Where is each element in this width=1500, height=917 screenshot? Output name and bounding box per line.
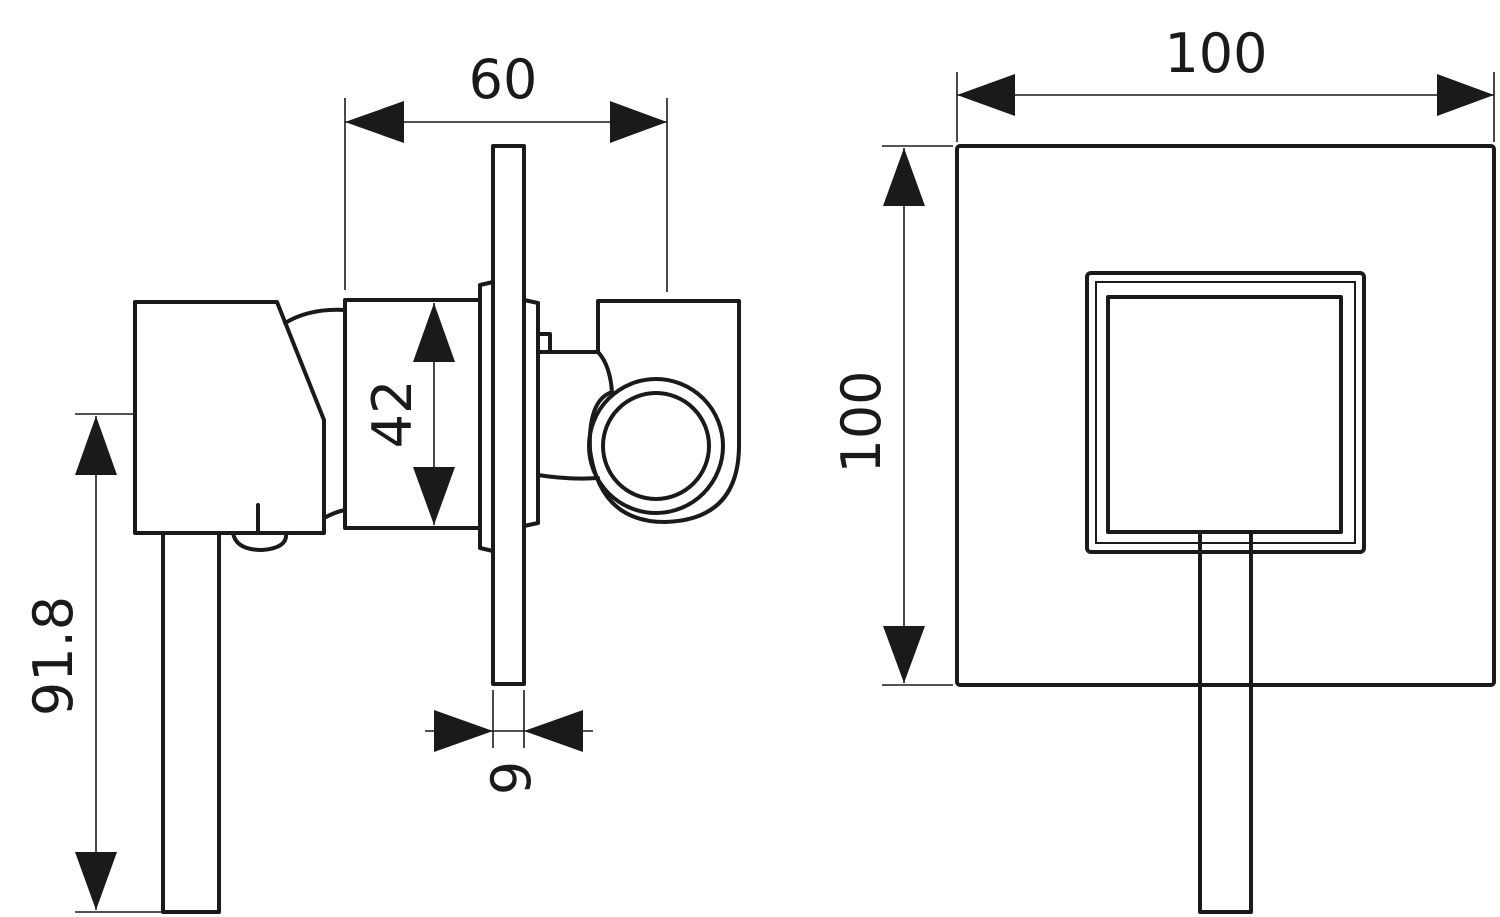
front-view (955, 144, 1496, 914)
arrow-bottom (75, 852, 117, 910)
side-view (133, 144, 741, 914)
dimension-front-width: 100 (956, 22, 1495, 142)
side-handle-knob (231, 531, 289, 552)
arrow-right (1437, 74, 1494, 116)
dimension-front-height: 100 (830, 145, 953, 686)
side-cover-plate (491, 144, 526, 686)
arrow-bottom (883, 626, 925, 683)
arrow-left (345, 101, 404, 143)
side-connection-pipe (536, 350, 614, 394)
side-connection-pipe-lower (536, 473, 600, 481)
arrow-top (883, 148, 925, 206)
side-valve-stub (536, 332, 552, 354)
front-handle-housing (1085, 271, 1366, 554)
dimension-side-width: 60 (344, 48, 668, 292)
side-neck-lower (322, 508, 347, 520)
dimension-lever-length: 91.8 (22, 413, 161, 913)
side-lever (161, 531, 221, 914)
side-valve-body (522, 298, 540, 528)
side-outlet-ring-outer (587, 377, 725, 515)
side-handle-block (133, 300, 326, 535)
front-handle-face (1106, 295, 1343, 534)
dimension-label-plate-thickness: 9 (480, 761, 543, 795)
front-cover-plate (955, 144, 1496, 687)
arrow-right (524, 710, 583, 752)
side-outlet-ring-inner (601, 391, 711, 501)
arrow-left (957, 74, 1015, 116)
arrow-bottom (413, 467, 455, 525)
arrow-top (413, 303, 455, 362)
dimension-plate-thickness: 9 (425, 690, 593, 795)
arrow-right (610, 101, 667, 143)
arrow-left (434, 710, 493, 752)
side-neck (283, 307, 347, 325)
dimension-label-side-height: 42 (361, 380, 424, 449)
dimension-label-side-width: 60 (469, 48, 538, 111)
dimension-label-front-height: 100 (830, 370, 893, 473)
side-outlet-housing (587, 299, 741, 524)
dimension-label-front-width: 100 (1164, 22, 1267, 85)
dimension-side-height: 42 (361, 303, 455, 525)
front-lever (1198, 530, 1253, 914)
arrow-top (75, 416, 117, 475)
front-handle-housing-inner-line (1095, 281, 1356, 544)
side-collar (343, 298, 482, 530)
dimension-label-lever-length: 91.8 (22, 596, 85, 716)
